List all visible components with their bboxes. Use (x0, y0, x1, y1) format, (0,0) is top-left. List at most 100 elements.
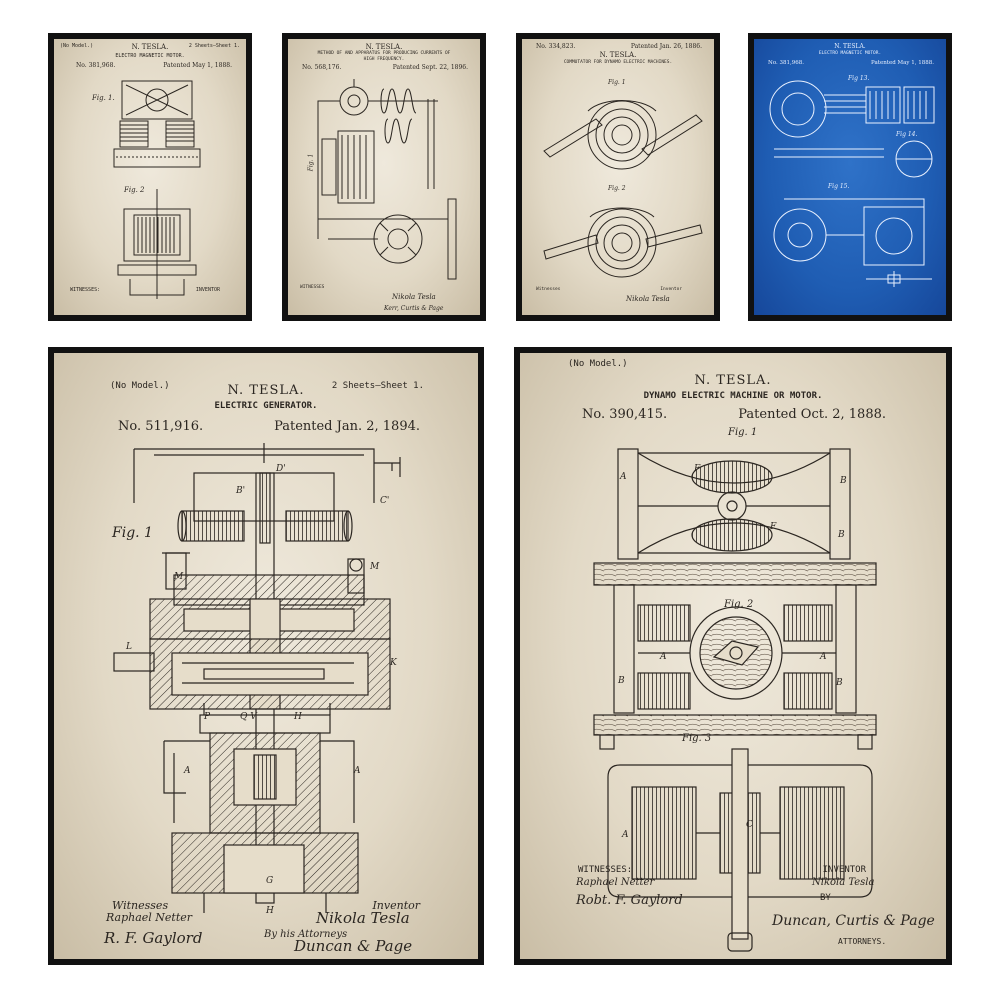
patent-date: Patented Oct. 2, 1888. (738, 407, 886, 422)
poster-high-frequency-apparatus[interactable]: N. TESLA. METHOD OF AND APPARATUS FOR PR… (282, 33, 486, 321)
header-left: (No Model.) (568, 359, 628, 369)
poster-electro-magnetic-motor-blueprint[interactable]: N. TESLA. ELECTRO MAGNETIC MOTOR. No. 38… (748, 33, 952, 321)
patent-number: No. 390,415. (582, 407, 668, 422)
inventor-signature: Nikola Tesla (392, 293, 436, 301)
svg-text:M: M (369, 562, 380, 572)
blueprint-sheet: N. TESLA. ELECTRO MAGNETIC MOTOR. No. 38… (754, 39, 946, 315)
patent-title-line1: METHOD OF AND APPARATUS FOR PRODUCING CU… (317, 51, 451, 56)
figure-label: Fig 14. (896, 131, 918, 138)
svg-text:B: B (837, 530, 845, 540)
svg-text:H: H (265, 906, 274, 916)
patent-date: Patented May 1, 1888. (163, 62, 232, 69)
figure-label: Fig. 2 (124, 186, 145, 194)
inventor-label: INVENTOR (822, 865, 866, 875)
patent-sheet: N. TESLA. METHOD OF AND APPARATUS FOR PR… (288, 39, 480, 315)
attorneys-signature: Duncan & Page (294, 937, 413, 955)
inventor-name: N. TESLA. (834, 43, 866, 50)
svg-text:A: A (621, 830, 629, 840)
svg-text:H: H (293, 712, 302, 722)
patent-number: No. 511,916. (118, 419, 204, 434)
poster-dynamo-electric-machine[interactable]: (No Model.) N. TESLA. DYNAMO ELECTRIC MA… (514, 347, 952, 965)
inventor-signature: Nikola Tesla (626, 295, 670, 303)
patent-drawing: A B B F F B B A A A C (593, 448, 877, 952)
witnesses-label: WITNESSES: (578, 865, 633, 875)
attorneys-by: BY (820, 893, 831, 903)
patent-number: No. 334,823. (536, 43, 576, 50)
patent-sheet: (No Model.) N. TESLA. DYNAMO ELECTRIC MA… (520, 353, 946, 959)
witnesses-label: WITNESSES: (70, 287, 101, 293)
inventor-label: INVENTOR (195, 287, 220, 293)
svg-text:B': B' (235, 486, 245, 496)
figure-label: Fig. 3 (682, 733, 712, 744)
figure-label: Fig. 2 (608, 185, 626, 192)
patent-drawing (113, 80, 201, 299)
patent-date: Patented Jan. 26, 1886. (630, 43, 702, 50)
witnesses-label: WITNESSES (300, 285, 325, 290)
svg-text:A: A (619, 472, 627, 482)
patent-sheet: (No Model.) N. TESLA. 2 Sheets—Sheet 1. … (54, 353, 478, 959)
patent-title: DYNAMO ELECTRIC MACHINE OR MOTOR. (643, 391, 823, 401)
svg-text:K: K (389, 658, 398, 668)
figure-label: Fig. 1. (92, 94, 115, 102)
patent-drawing (543, 100, 703, 278)
svg-text:L: L (125, 642, 132, 652)
svg-text:Q V: Q V (240, 712, 258, 722)
witness-signature: R. F. Gaylord (104, 929, 203, 947)
svg-text:F: F (693, 464, 701, 474)
svg-text:A: A (819, 652, 827, 662)
patent-sheet: (No Model.) N. TESLA. 2 Sheets—Sheet 1. … (54, 39, 246, 315)
attorneys-signature: Kerr, Curtis & Page (384, 305, 444, 312)
svg-text:G: G (266, 876, 273, 886)
patent-sheet: No. 334,823. Patented Jan. 26, 1886. N. … (522, 39, 714, 315)
patent-title: COMMUTATOR FOR DYNAMO ELECTRIC MACHINES. (563, 60, 673, 65)
witness-signature: Robt. F. Gaylord (576, 893, 683, 908)
attorneys-label: ATTORNEYS. (838, 937, 887, 946)
svg-text:M: M (173, 572, 184, 582)
figure-label: Fig 13. (848, 75, 870, 82)
witnesses-label: Witnesses (112, 899, 169, 912)
figure-label: Fig. 1 (608, 79, 626, 86)
svg-text:A: A (353, 766, 361, 776)
patent-date: Patented Sept. 22, 1896. (392, 64, 468, 71)
blueprint-drawing (769, 80, 935, 287)
svg-text:A: A (183, 766, 191, 776)
svg-text:B: B (617, 676, 625, 686)
svg-text:F: F (769, 522, 777, 532)
patent-title: ELECTRO MAGNETIC MOTOR. (818, 51, 882, 56)
figure-label: Fig 15. (828, 183, 850, 190)
patent-date: Patented May 1, 1888. (871, 60, 934, 66)
inventor-name: N. TESLA. (227, 383, 305, 398)
inventor-name: N. TESLA. (131, 43, 169, 51)
svg-text:B: B (835, 678, 843, 688)
attorneys-signature: Duncan, Curtis & Page (772, 913, 935, 929)
inventor-label: Inventor (660, 287, 682, 292)
poster-electric-generator[interactable]: (No Model.) N. TESLA. 2 Sheets—Sheet 1. … (48, 347, 484, 965)
svg-text:C: C (746, 820, 753, 830)
svg-text:C': C' (380, 496, 389, 506)
header-right: 2 Sheets—Sheet 1. (331, 381, 424, 391)
patent-number: No. 381,968. (768, 60, 805, 66)
figure-label: Fig. 2 (724, 599, 754, 610)
header-left: (No Model.) (60, 43, 94, 49)
attorneys-by: By his Attorneys (264, 929, 348, 940)
patent-number: No. 568,176. (302, 64, 342, 71)
svg-text:B: B (839, 476, 847, 486)
poster-electro-magnetic-motor[interactable]: (No Model.) N. TESLA. 2 Sheets—Sheet 1. … (48, 33, 252, 321)
patent-date: Patented Jan. 2, 1894. (274, 419, 420, 434)
figure-label: Fig. 1 (728, 427, 758, 438)
patent-title-line2: HIGH FREQUENCY. (363, 57, 405, 62)
poster-commutator[interactable]: No. 334,823. Patented Jan. 26, 1886. N. … (516, 33, 720, 321)
header-right: 2 Sheets—Sheet 1. (188, 43, 240, 49)
witness-signature: Raphael Netter (106, 911, 193, 924)
inventor-name: N. TESLA. (365, 43, 403, 51)
inventor-name: N. TESLA. (694, 373, 772, 388)
header-left: (No Model.) (110, 381, 170, 391)
svg-text:P: P (203, 712, 211, 722)
inventor-signature: Nikola Tesla (316, 909, 410, 927)
figure-label: Fig. 1 (112, 525, 153, 541)
patent-number: No. 381,968. (76, 62, 116, 69)
patent-title: ELECTRO MAGNETIC MOTOR. (115, 53, 185, 59)
svg-text:A: A (659, 652, 667, 662)
patent-title: ELECTRIC GENERATOR. (214, 401, 318, 411)
